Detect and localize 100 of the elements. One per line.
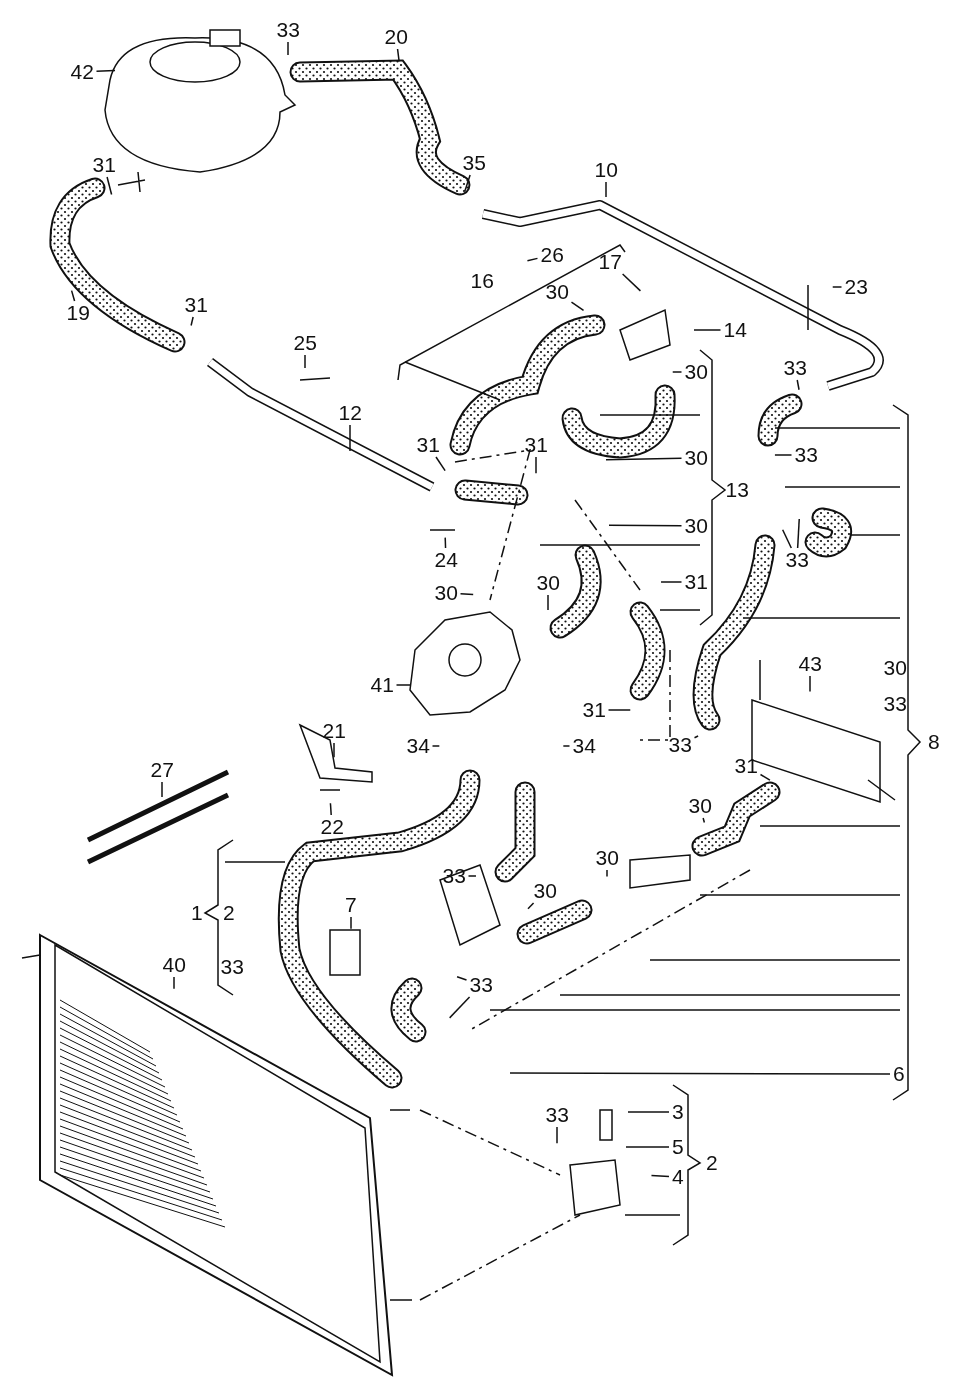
leader-line <box>161 781 163 798</box>
callout-number: 30 <box>532 880 558 902</box>
leader-line <box>395 684 412 686</box>
callout-number: 33 <box>882 693 908 715</box>
leader-line <box>809 675 811 693</box>
callout-number: 43 <box>797 653 823 675</box>
callout-number: 3 <box>671 1101 685 1123</box>
callout-number: 6 <box>892 1063 906 1085</box>
leader-line <box>627 1111 670 1113</box>
leader-line <box>781 529 793 549</box>
leader-line <box>431 745 441 747</box>
callout-number: 19 <box>65 302 91 324</box>
callout-number: 22 <box>319 816 345 838</box>
leader-line <box>95 69 116 73</box>
callout-number: 34 <box>405 735 431 757</box>
leader-line <box>333 742 335 759</box>
leader-line <box>621 273 642 292</box>
callout-number: 21 <box>321 720 347 742</box>
callout-number: 4 <box>671 1166 685 1188</box>
leader-line <box>693 329 722 331</box>
callout-number: 8 <box>927 731 941 753</box>
leader-line <box>605 181 607 198</box>
leader-line <box>329 802 332 816</box>
leader-line <box>535 456 537 474</box>
leader-line <box>606 869 608 878</box>
callout-number: 30 <box>594 847 620 869</box>
leader-line <box>774 454 793 456</box>
leader-line <box>444 536 447 549</box>
leader-line <box>650 1174 670 1178</box>
leader-line <box>625 1146 670 1148</box>
callout-number: 31 <box>523 434 549 456</box>
leader-line <box>796 518 800 549</box>
callout-number: 24 <box>433 549 459 571</box>
leader-line <box>190 316 194 327</box>
callout-number: 25 <box>292 332 318 354</box>
leader-line <box>173 976 175 990</box>
leader-line <box>608 524 683 527</box>
callout-number: 34 <box>571 735 597 757</box>
callout-number: 35 <box>461 152 487 174</box>
leader-line <box>660 581 683 583</box>
callout-number: 1 <box>190 902 204 924</box>
callout-number: 31 <box>683 571 709 593</box>
callout-number: 33 <box>275 19 301 41</box>
callout-number: 30 <box>882 657 908 679</box>
leader-line <box>350 916 352 930</box>
leader-line <box>702 817 706 824</box>
callout-number: 33 <box>782 357 808 379</box>
leader-line <box>605 457 683 461</box>
leader-line <box>349 424 351 452</box>
leader-line <box>287 41 289 56</box>
leader-line <box>106 176 113 196</box>
callout-number: 30 <box>433 582 459 604</box>
leader-line <box>556 1126 558 1144</box>
leader-line <box>607 709 632 711</box>
callout-number: 31 <box>581 699 607 721</box>
leader-line <box>759 773 771 781</box>
leader-line <box>70 289 76 302</box>
leader-line <box>509 1072 891 1075</box>
callout-number: 31 <box>415 434 441 456</box>
callout-number: 14 <box>722 319 748 341</box>
callout-number: 30 <box>535 572 561 594</box>
callout-number: 30 <box>544 281 570 303</box>
leader-line <box>464 174 471 192</box>
leader-line <box>671 371 683 373</box>
callout-number: 10 <box>593 159 619 181</box>
callout-number: 26 <box>539 244 565 266</box>
callout-number: 33 <box>544 1104 570 1126</box>
leader-line <box>456 976 468 981</box>
callout-number: 31 <box>733 755 759 777</box>
leader-line <box>448 996 471 1019</box>
callout-number: 7 <box>344 894 358 916</box>
callout-number: 33 <box>468 974 494 996</box>
leader-line <box>547 594 549 611</box>
callout-number: 31 <box>183 294 209 316</box>
leader-line <box>693 735 699 739</box>
leader-line <box>570 301 585 312</box>
callout-number: 33 <box>667 734 693 756</box>
callout-number: 2 <box>222 902 236 924</box>
leader-line <box>796 379 800 391</box>
callout-number: 23 <box>843 276 869 298</box>
callout-number: 16 <box>469 270 495 292</box>
leader-line <box>459 593 474 596</box>
callout-number: 12 <box>337 402 363 424</box>
callout-number: 40 <box>161 954 187 976</box>
callout-number: 41 <box>369 674 395 696</box>
callout-number: 17 <box>597 251 623 273</box>
callout-number: 5 <box>671 1136 685 1158</box>
callout-number: 30 <box>687 795 713 817</box>
leader-line <box>562 745 571 747</box>
callout-number: 13 <box>724 479 750 501</box>
leader-line <box>435 456 446 472</box>
callout-number: 30 <box>683 515 709 537</box>
callout-number: 2 <box>705 1152 719 1174</box>
leader-line <box>831 286 843 288</box>
callout-number: 27 <box>149 759 175 781</box>
callout-number: 33 <box>219 956 245 978</box>
leader-line <box>304 354 306 369</box>
leader-line <box>467 875 477 877</box>
callout-number: 33 <box>784 549 810 571</box>
leader-line <box>527 902 535 910</box>
